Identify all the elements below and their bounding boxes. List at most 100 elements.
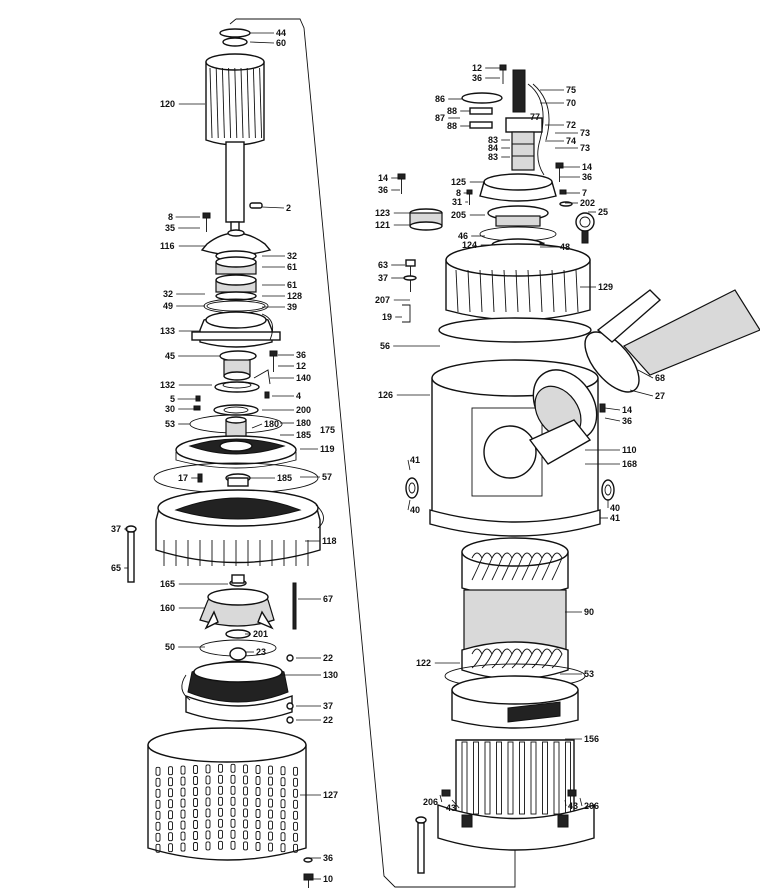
callout-label-37b: 37	[323, 701, 333, 711]
strainer-slot	[218, 818, 223, 828]
callout-label-185b: 185	[277, 473, 292, 483]
callout-label-123: 123	[375, 208, 390, 218]
part-110-discharge-head	[528, 369, 598, 465]
part-2-key	[249, 202, 263, 209]
callout-label-53a: 53	[165, 419, 175, 429]
callout-label-206b: 206	[584, 801, 599, 811]
part-86-cover-plate	[461, 92, 503, 129]
strainer-slot	[230, 774, 236, 784]
strainer-slot	[280, 777, 286, 787]
callout-label-61b: 61	[287, 280, 297, 290]
callout-label-8a: 8	[168, 212, 173, 222]
assembly-outline-lines	[229, 18, 516, 888]
part-37-washer	[286, 702, 294, 710]
rotor-bar	[221, 67, 225, 139]
callout-label-36e: 36	[378, 185, 388, 195]
strainer-slot	[205, 775, 211, 785]
callout-label-40b: 40	[610, 503, 620, 513]
strainer-slot	[243, 797, 248, 807]
part-63-bolt	[403, 259, 417, 292]
strainer-slot	[243, 841, 248, 851]
callout-label-70: 70	[566, 98, 576, 108]
strainer-slot	[243, 786, 248, 796]
bracket-rib	[455, 269, 459, 313]
leader-line-180a	[251, 423, 263, 429]
strainer-slot	[280, 799, 286, 809]
part-25-eye-bolt	[575, 212, 595, 244]
callout-label-35: 35	[165, 223, 175, 233]
part-130-suction-cover	[181, 639, 293, 722]
strainer-slot	[255, 787, 261, 796]
strainer-slot	[243, 819, 248, 829]
rotor-bar	[246, 67, 250, 139]
left-assembly	[125, 28, 324, 888]
strainer-slot	[230, 785, 236, 795]
strainer-slot	[218, 796, 223, 806]
callout-label-129: 129	[598, 282, 613, 292]
callout-label-68: 68	[655, 373, 665, 383]
callout-label-116: 116	[160, 241, 175, 251]
leader-line-14c	[604, 407, 621, 411]
strainer-slot	[230, 796, 236, 806]
rotor-bar	[215, 67, 219, 139]
strainer-slot	[293, 777, 298, 787]
strainer-slot	[155, 843, 161, 853]
part-14-bolt	[397, 173, 406, 194]
callout-label-22a: 22	[323, 653, 333, 663]
callout-label-32b: 32	[163, 289, 173, 299]
part-49-o-ring	[203, 298, 269, 314]
strainer-slot	[168, 766, 173, 776]
part-156-motor-base	[437, 675, 595, 851]
strainer-slot	[268, 798, 273, 808]
callout-label-2: 2	[286, 203, 291, 213]
leader-line-206b	[579, 797, 583, 807]
callout-label-75: 75	[566, 85, 576, 95]
part-118-pump-casing	[155, 489, 324, 566]
part-207-tag	[402, 304, 411, 323]
strainer-slot	[205, 797, 211, 807]
strainer-slot	[293, 810, 298, 820]
callout-label-207: 207	[375, 295, 390, 305]
strainer-slot	[193, 820, 198, 829]
callout-label-202: 202	[580, 198, 595, 208]
bracket-rib	[551, 269, 555, 313]
part-10-screw	[303, 857, 314, 888]
callout-label-185a: 185	[296, 430, 311, 440]
strainer-slot	[293, 788, 298, 798]
strainer-slot	[155, 832, 161, 842]
callout-label-19: 19	[382, 312, 392, 322]
callout-label-40a: 40	[410, 505, 420, 515]
strainer-slot	[180, 776, 186, 786]
callout-label-48: 48	[560, 242, 570, 252]
leader-line-43b	[564, 799, 567, 807]
strainer-slot	[180, 842, 186, 852]
strainer-slot	[293, 799, 298, 809]
cooling-fin	[553, 741, 560, 815]
callout-label-63: 63	[378, 260, 388, 270]
cooling-fin	[542, 741, 548, 815]
part-22-plug	[286, 654, 294, 662]
part-120-rotor	[205, 53, 265, 233]
leader-line-43a	[451, 799, 460, 809]
bracket-rib	[527, 269, 531, 313]
leader-line-2	[261, 206, 285, 209]
strainer-slot	[293, 843, 298, 853]
part-4-pin	[264, 391, 270, 399]
callout-label-88a: 88	[447, 106, 457, 116]
callout-label-41a: 41	[410, 455, 420, 465]
callout-label-61a: 61	[287, 262, 297, 272]
part-132-collar	[214, 381, 260, 393]
rotor-bar	[252, 67, 256, 139]
callout-label-49: 49	[163, 301, 173, 311]
callout-label-86: 86	[435, 94, 445, 104]
cooling-fin	[530, 741, 537, 815]
part-83-terminal-block	[505, 117, 543, 171]
leader-line-36f	[604, 417, 621, 422]
part-7-screw	[559, 189, 573, 207]
callout-label-53b: 53	[584, 669, 594, 679]
leader-line-68	[637, 369, 654, 379]
strainer-slot	[168, 821, 173, 831]
rotor-bar	[209, 67, 213, 139]
part-165-shaft-sleeve	[229, 574, 247, 587]
part-90-stator	[461, 537, 569, 680]
